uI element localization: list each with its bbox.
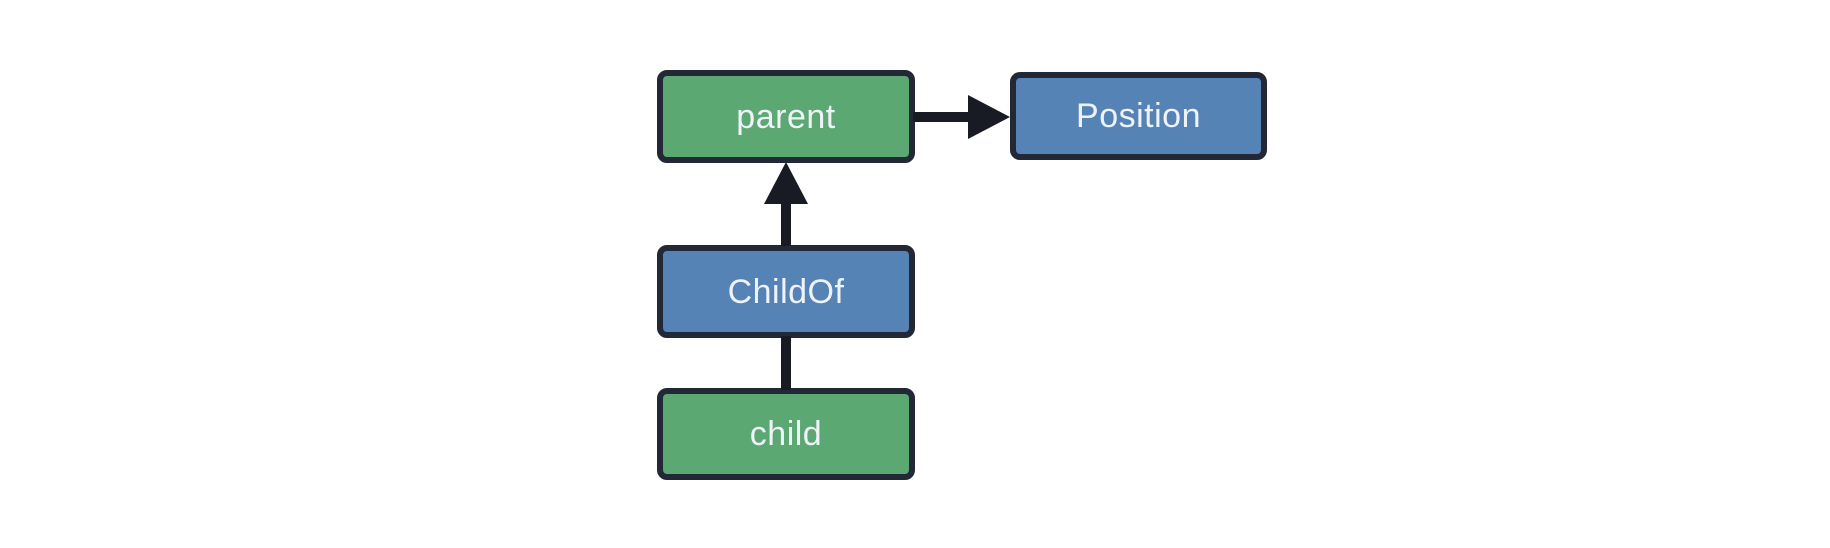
node-child-entity: child <box>657 388 915 480</box>
arrowhead-up-icon <box>764 162 808 204</box>
node-position-component: Position <box>1010 72 1267 160</box>
node-childof-label: ChildOf <box>727 272 845 311</box>
edge-childof-to-parent-stem <box>781 202 791 246</box>
node-child-label: child <box>749 415 823 453</box>
arrowhead-right-icon <box>968 95 1010 139</box>
edge-child-to-childof-line <box>781 336 791 390</box>
node-parent-entity: parent <box>657 70 915 163</box>
edge-parent-to-position-stem <box>913 112 973 122</box>
node-childof-relationship: ChildOf <box>657 245 915 338</box>
node-position-label: Position <box>1076 97 1201 135</box>
node-parent-label: parent <box>736 97 836 136</box>
